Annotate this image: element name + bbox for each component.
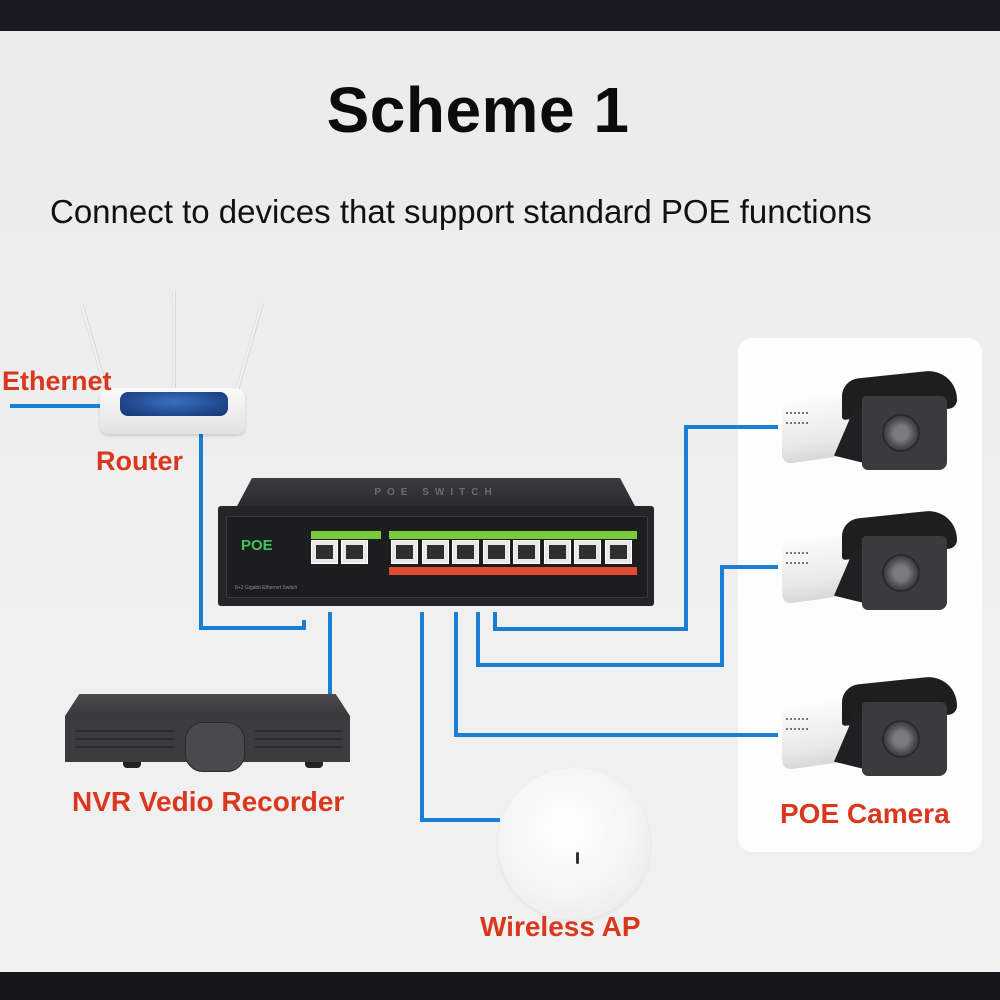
wire-router-switch bbox=[199, 434, 306, 630]
poe-port bbox=[452, 540, 479, 564]
poe-green-strip bbox=[389, 531, 637, 539]
switch-front: POE 8+2 Gigabit Ethernet Switch bbox=[218, 506, 654, 606]
nvr-label: NVR Vedio Recorder bbox=[72, 786, 345, 817]
uplink-port bbox=[311, 540, 338, 564]
nvr-top bbox=[65, 694, 350, 716]
nvr-front-panel bbox=[185, 722, 245, 772]
poe-switch-icon: POE SWITCH POE 8+2 Gigabit Ethernet Swit… bbox=[218, 478, 654, 606]
ethernet-label: Ethernet bbox=[2, 366, 112, 396]
poe-red-strip bbox=[389, 567, 637, 575]
poe-port bbox=[574, 540, 601, 564]
poe-port bbox=[421, 540, 449, 564]
nvr-icon bbox=[65, 694, 350, 774]
poe-camera-icon bbox=[772, 367, 962, 472]
wireless-ap-label: Wireless AP bbox=[480, 911, 641, 942]
router-antenna bbox=[172, 290, 176, 395]
poe-camera-icon bbox=[772, 673, 962, 778]
poe-camera-label: POE Camera bbox=[780, 798, 950, 829]
wire-switch-camera-1 bbox=[493, 425, 778, 631]
router-icon bbox=[79, 290, 265, 440]
switch-panel: POE 8+2 Gigabit Ethernet Switch bbox=[226, 516, 648, 598]
switch-top-text: POE SWITCH bbox=[374, 487, 498, 498]
switch-model-text: 8+2 Gigabit Ethernet Switch bbox=[235, 585, 298, 591]
wireless-ap-icon bbox=[498, 768, 650, 920]
uplink-port bbox=[341, 540, 368, 564]
top-dark-band bbox=[0, 0, 1000, 31]
switch-top: POE SWITCH bbox=[236, 478, 636, 508]
poe-port bbox=[513, 540, 540, 564]
ap-led-icon bbox=[576, 852, 579, 864]
poe-logo: POE bbox=[241, 537, 273, 554]
poe-port bbox=[391, 540, 418, 564]
wire-switch-ap bbox=[420, 612, 500, 822]
poe-port bbox=[543, 540, 571, 564]
wire-switch-camera-3 bbox=[454, 612, 778, 737]
diagram-subtitle: Connect to devices that support standard… bbox=[50, 193, 872, 230]
bottom-dark-band bbox=[0, 972, 1000, 1000]
poe-port bbox=[604, 540, 632, 564]
router-panel bbox=[120, 392, 228, 416]
uplink-green-strip bbox=[311, 531, 381, 539]
diagram-title: Scheme 1 bbox=[326, 74, 630, 146]
poe-camera-icon bbox=[772, 507, 962, 612]
router-label: Router bbox=[96, 446, 183, 476]
wire-switch-camera-2 bbox=[476, 565, 778, 667]
router-body bbox=[100, 388, 245, 434]
poe-port bbox=[482, 540, 510, 564]
